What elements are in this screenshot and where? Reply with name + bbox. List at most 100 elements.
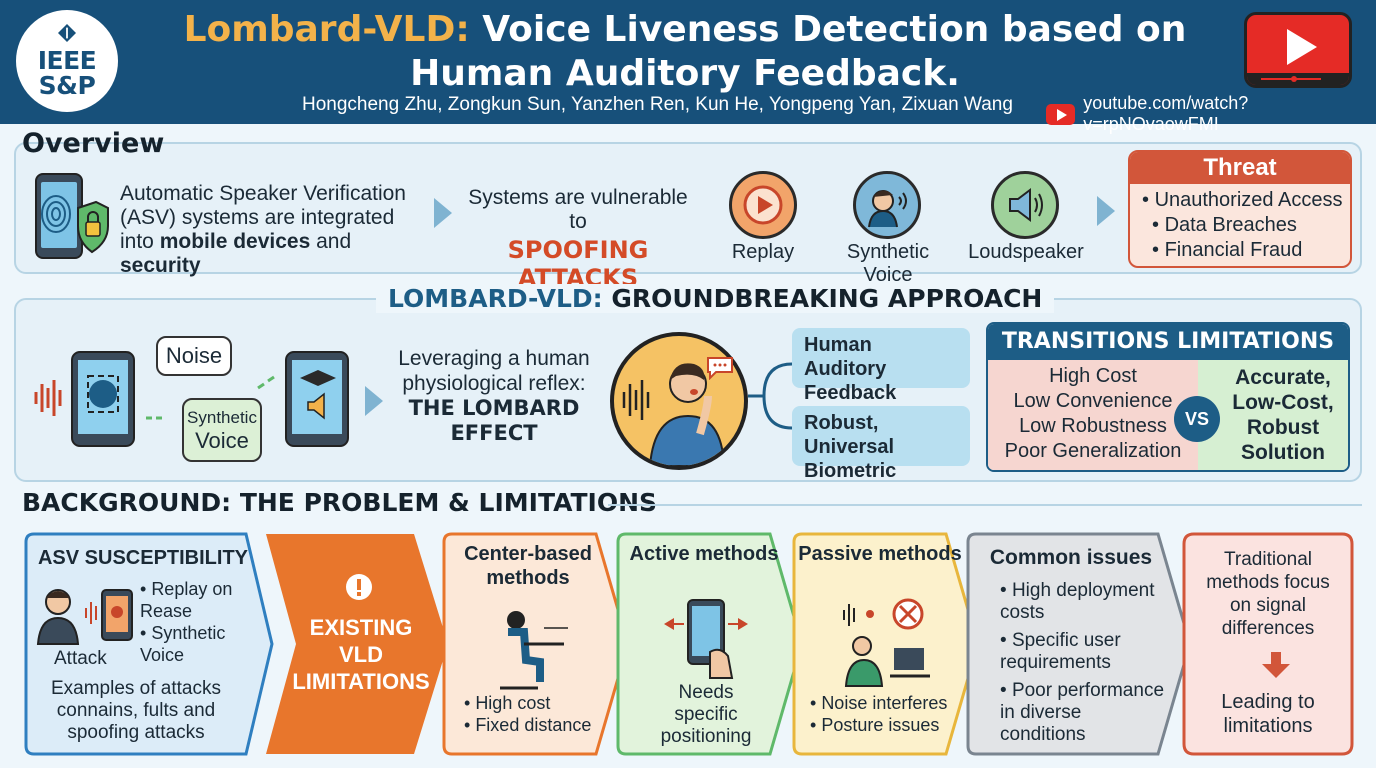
youtube-link[interactable]: youtube.com/watch?v=rpNOvaowFMI bbox=[1046, 93, 1376, 135]
ieee-sp-logo: IEEE S&P bbox=[16, 10, 118, 112]
alert-icon bbox=[346, 574, 372, 600]
play-icon bbox=[1287, 29, 1317, 65]
attack-label: Attack bbox=[54, 648, 107, 669]
title-accent: Lombard-VLD: bbox=[183, 9, 470, 50]
traditional-result: Leading to limitations bbox=[1221, 691, 1315, 737]
lombard-speaker-illustration bbox=[610, 332, 748, 470]
card-asv-susceptibility: ASV SUSCEPTIBILITY Attack Replay on Reas… bbox=[24, 532, 274, 756]
lombard-heading-rest: GROUNDBREAKING APPROACH bbox=[611, 284, 1043, 313]
card-passive-methods: Passive methods Noise interferes Posture… bbox=[792, 532, 980, 756]
attack-label-replay: Replay bbox=[731, 241, 795, 263]
asv-and: and bbox=[316, 230, 352, 253]
noise-bubble: Noise bbox=[156, 336, 232, 376]
attacker-icon bbox=[36, 589, 133, 645]
transitions-limitations-box: TRANSITIONS LIMITATIONS High Cost Low Co… bbox=[986, 322, 1350, 472]
vs-badge: VS bbox=[1174, 396, 1220, 442]
center-card-title: Center-based methods bbox=[464, 543, 592, 589]
header-banner: IEEE S&P Lombard-VLD: Voice Liveness Det… bbox=[0, 0, 1376, 134]
divider-line bbox=[608, 504, 1362, 506]
arrow-down-icon bbox=[1262, 652, 1290, 678]
speech-bubble-icon bbox=[707, 357, 733, 380]
voice-label: Voice bbox=[195, 428, 249, 453]
common-card-title: Common issues bbox=[989, 546, 1153, 569]
lombard-effect-label: THE LOMBARD EFFECT bbox=[408, 396, 580, 445]
limitation-item: Poor Generalization bbox=[1004, 440, 1182, 462]
asv-description: Automatic Speaker Verification (ASV) sys… bbox=[120, 182, 430, 278]
active-card-title: Active methods bbox=[629, 543, 779, 565]
active-issue-text: Needs specific positioning bbox=[660, 682, 752, 747]
ieee-diamond-icon bbox=[58, 24, 76, 42]
list-item: Synthetic Voice bbox=[140, 622, 250, 666]
lombard-heading: LOMBARD-VLD: GROUNDBREAKING APPROACH bbox=[376, 284, 1055, 313]
solution-item: Solution bbox=[1241, 441, 1325, 464]
limitation-item: Low Convenience bbox=[1013, 390, 1173, 412]
list-item: Replay on Rease bbox=[140, 578, 250, 622]
card-traditional-methods: Traditional methods focus on signal diff… bbox=[1182, 532, 1354, 756]
youtube-icon bbox=[1046, 103, 1076, 125]
list-item: High deployment costs bbox=[1000, 580, 1170, 624]
attack-label-loudspeaker: Loudspeaker bbox=[968, 241, 1084, 263]
center-issue-list: High cost Fixed distance bbox=[464, 692, 591, 736]
card-active-methods: Active methods Needs specific positionin… bbox=[616, 532, 804, 756]
list-item: Noise interferes bbox=[810, 692, 947, 714]
vulnerability-text: Systems are vulnerable to SPOOFING ATTAC… bbox=[458, 186, 698, 292]
video-player-icon[interactable] bbox=[1244, 12, 1352, 88]
threat-box: Threat • Unauthorized Access • Data Brea… bbox=[1128, 150, 1352, 268]
passive-card-title: Passive methods bbox=[798, 543, 962, 565]
chevron-right-icon bbox=[434, 198, 452, 228]
list-item: Posture issues bbox=[810, 714, 947, 736]
limitation-item: Low Robustness bbox=[1019, 415, 1167, 437]
loudspeaker-icon bbox=[991, 171, 1059, 239]
limitation-item: High Cost bbox=[1049, 365, 1137, 387]
threat-heading: Threat bbox=[1130, 152, 1350, 184]
card-existing-vld: EXISTING VLD LIMITATIONS bbox=[264, 532, 450, 756]
video-progress-bar bbox=[1247, 73, 1349, 85]
synthetic-voice-bubble: Synthetic Voice bbox=[182, 398, 262, 462]
limitations-list: High Cost Low Convenience Low Robustness… bbox=[988, 360, 1198, 470]
list-item: Specific user requirements bbox=[1000, 630, 1170, 674]
feature-auditory-feedback: Human Auditory Feedback bbox=[792, 328, 970, 404]
asv-bold-security: security bbox=[120, 254, 201, 277]
solution-item: Accurate, bbox=[1235, 366, 1331, 389]
feature-robust-biometric: Robust, Universal Biometric bbox=[792, 406, 970, 482]
attack-label-synthetic: Synthetic Voice bbox=[846, 241, 930, 286]
logo-line-2: S&P bbox=[38, 71, 96, 100]
person-desk-icon bbox=[500, 611, 568, 690]
phone-positioning-icon bbox=[664, 599, 748, 679]
solution-list: Accurate, Low-Cost, Robust Solution bbox=[1198, 360, 1348, 470]
author-list: Hongcheng Zhu, Zongkun Sun, Yanzhen Ren,… bbox=[302, 94, 1013, 115]
synthetic-voice-icon bbox=[853, 171, 921, 239]
synthetic-label: Synthetic bbox=[187, 408, 257, 427]
noise-interference-icon bbox=[843, 598, 930, 687]
replay-icon bbox=[729, 171, 797, 239]
logo-line-1: IEEE bbox=[37, 46, 97, 75]
background-heading: BACKGROUND: THE PROBLEM & LIMITATIONS bbox=[22, 488, 658, 517]
existing-vld-title: EXISTING VLD LIMITATIONS bbox=[292, 615, 430, 694]
threat-list: • Unauthorized Access • Data Breaches • … bbox=[1130, 184, 1350, 263]
threat-item: • Financial Fraud bbox=[1152, 239, 1303, 261]
list-item: High cost bbox=[464, 692, 591, 714]
common-issue-list: High deployment costs Specific user requ… bbox=[1000, 580, 1170, 746]
threat-item: • Data Breaches bbox=[1152, 214, 1297, 236]
branch-connector bbox=[748, 362, 793, 430]
attack-examples: Examples of attacks connains, fults and … bbox=[50, 678, 222, 743]
asv-text-1: Automatic Speaker Verification (ASV) sys… bbox=[120, 182, 406, 253]
card-common-issues: Common issues High deployment costs Spec… bbox=[966, 532, 1192, 756]
card-center-based: Center-based methods High cost Fixed dis… bbox=[442, 532, 630, 756]
asv-card-title: ASV SUSCEPTIBILITY bbox=[37, 547, 249, 569]
leverage-label: Leveraging a human physiological reflex: bbox=[398, 347, 590, 395]
solution-item: Low-Cost, bbox=[1232, 391, 1334, 414]
asv-bold-mobile: mobile devices bbox=[159, 230, 311, 253]
voice-scenario-illustration bbox=[34, 351, 349, 447]
overview-heading: Overview bbox=[22, 128, 165, 159]
lombard-heading-blue: LOMBARD-VLD: bbox=[388, 284, 603, 313]
chevron-right-icon bbox=[365, 386, 383, 416]
page-title: Lombard-VLD: Voice Liveness Detection ba… bbox=[130, 8, 1240, 96]
chevron-right-icon bbox=[1097, 196, 1115, 226]
list-item: Poor performance in diverse conditions bbox=[1000, 680, 1170, 746]
youtube-url[interactable]: youtube.com/watch?v=rpNOvaowFMI bbox=[1083, 93, 1249, 134]
traditional-text: Traditional methods focus on signal diff… bbox=[1206, 549, 1330, 639]
limitations-heading: TRANSITIONS LIMITATIONS bbox=[988, 324, 1348, 360]
threat-item: • Unauthorized Access bbox=[1142, 189, 1343, 211]
passive-issue-list: Noise interferes Posture issues bbox=[810, 692, 947, 736]
